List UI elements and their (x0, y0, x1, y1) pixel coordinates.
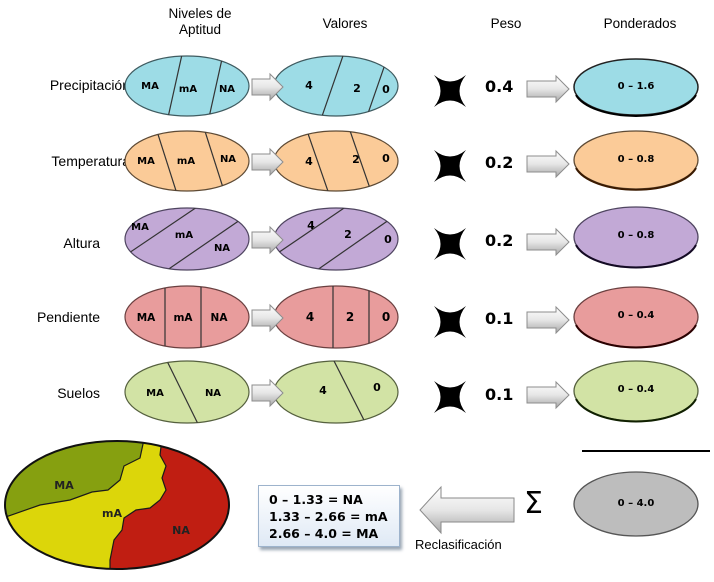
right-arrow-icon (251, 378, 284, 408)
value-2: 2 (353, 82, 361, 95)
level-ma-minor: mA (175, 230, 193, 241)
rule-ma-minor: 1.33 – 2.66 = mA (269, 509, 388, 524)
header-niveles-line2: Aptitud (178, 22, 222, 37)
peso-altura: 0.2 (485, 231, 514, 250)
header-niveles-aptitud: Niveles de Aptitud (150, 6, 250, 38)
row-precipitacion: MA mA NA 4 2 0 0 – 1.6 (124, 55, 699, 117)
value-0: 0 (384, 233, 392, 246)
level-na: NA (205, 388, 221, 399)
ponderado-ellipse-precipitacion: 0 – 1.6 (573, 58, 699, 117)
row-label-suelos: Suelos (57, 385, 100, 401)
reclassification-arrow-icon (419, 485, 515, 535)
value-0: 0 (382, 83, 390, 96)
row-label-pendiente: Pendiente (36, 309, 100, 325)
ponderado-ellipse-pendiente: 0 – 0.4 (573, 286, 699, 349)
aptitud-ellipse-temperatura: MA mA NA (124, 130, 250, 192)
aptitud-ellipse-pendiente: MA mA NA (124, 285, 250, 349)
peso-temperatura: 0.2 (485, 153, 514, 172)
right-arrow-icon (526, 74, 570, 104)
value-4: 4 (307, 219, 315, 232)
ponderado-range: 0 – 0.8 (618, 230, 655, 241)
multiply-x-icon (434, 75, 466, 107)
valores-ellipse-temperatura: 4 2 0 (273, 130, 399, 192)
rule-ma: 2.66 – 4.0 = MA (269, 526, 379, 541)
row-label-temperatura: Temperatura (51, 153, 130, 169)
right-arrow-icon (526, 380, 570, 410)
level-ma: MA (141, 81, 159, 92)
suitability-map: MA mA NA (4, 440, 230, 570)
value-0: 0 (382, 310, 390, 324)
sigma-icon: Σ (524, 486, 543, 521)
right-arrow-icon (526, 149, 570, 179)
level-na: NA (220, 154, 236, 165)
level-ma-minor: mA (179, 84, 197, 95)
value-4: 4 (306, 310, 314, 324)
row-altura: MA mA NA 4 2 0 0 – 0.8 (124, 206, 699, 271)
row-label-precipitacion: Precipitación (49, 77, 130, 93)
map-label-ma-minor: mA (102, 507, 122, 520)
ponderado-range: 0 – 0.8 (618, 154, 655, 165)
ponderado-ellipse-suelos: 0 – 0.4 (573, 360, 699, 423)
level-ma: MA (137, 312, 156, 324)
level-ma: MA (137, 156, 155, 167)
sum-divider-line (582, 450, 710, 452)
level-ma: MA (146, 388, 164, 399)
aptitud-ellipse-precipitacion: MA mA NA (124, 55, 250, 117)
header-peso: Peso (490, 16, 522, 31)
ponderado-range: 0 – 0.4 (618, 310, 655, 321)
right-arrow-icon (526, 305, 570, 335)
peso-suelos: 0.1 (485, 385, 514, 404)
row-pendiente: MA mA NA 4 2 0 0 – 0.4 (124, 285, 699, 349)
value-0: 0 (373, 381, 381, 394)
level-na: NA (211, 312, 229, 324)
row-temperatura: MA mA NA 4 2 0 0 – 0.8 (124, 130, 699, 192)
peso-precipitacion: 0.4 (485, 77, 514, 96)
level-na: NA (214, 243, 230, 254)
sum-total-range: 0 – 4.0 (618, 498, 655, 509)
level-na: NA (219, 84, 235, 95)
valores-ellipse-suelos: 4 0 (273, 360, 399, 424)
value-4: 4 (305, 79, 313, 92)
valores-ellipse-altura: 4 2 0 (273, 207, 399, 271)
valores-ellipse-precipitacion: 4 2 0 (273, 55, 399, 117)
ponderado-ellipse-temperatura: 0 – 0.8 (573, 130, 699, 191)
level-ma-minor: mA (177, 156, 195, 167)
right-arrow-icon (251, 72, 284, 102)
value-4: 4 (319, 384, 327, 397)
sum-ellipse: 0 – 4.0 (573, 471, 699, 537)
valores-ellipse-pendiente: 4 2 0 (273, 285, 399, 349)
peso-pendiente: 0.1 (485, 309, 514, 328)
right-arrow-icon (251, 225, 284, 255)
row-suelos: MA NA 4 0 0 – 0.4 (124, 360, 699, 424)
header-niveles-line1: Niveles de (168, 6, 232, 21)
ponderado-range: 0 – 0.4 (618, 384, 655, 395)
value-4: 4 (305, 155, 313, 168)
ponderado-ellipse-altura: 0 – 0.8 (573, 206, 699, 269)
multiply-x-icon (434, 150, 466, 182)
map-label-ma: MA (54, 479, 74, 492)
value-2: 2 (346, 310, 354, 324)
level-ma: MA (131, 222, 149, 233)
reclassification-label: Reclasificación (415, 537, 502, 552)
row-label-altura: Altura (63, 235, 100, 251)
aptitud-ellipse-suelos: MA NA (124, 360, 250, 424)
multiply-x-icon (434, 228, 466, 260)
multiply-x-icon (434, 381, 466, 413)
right-arrow-icon (251, 303, 284, 333)
value-2: 2 (352, 153, 360, 166)
multiply-x-icon (434, 306, 466, 338)
value-0: 0 (382, 152, 390, 165)
map-label-na: NA (172, 524, 190, 537)
rule-na: 0 – 1.33 = NA (269, 492, 363, 507)
header-ponderados: Ponderados (603, 16, 677, 31)
header-valores: Valores (322, 16, 368, 31)
level-ma-minor: mA (173, 312, 193, 324)
right-arrow-icon (526, 227, 570, 257)
ponderado-range: 0 – 1.6 (618, 81, 655, 92)
right-arrow-icon (251, 147, 284, 177)
value-2: 2 (344, 228, 352, 241)
reclassification-rules-box: 0 – 1.33 = NA 1.33 – 2.66 = mA 2.66 – 4.… (258, 485, 400, 547)
aptitud-ellipse-altura: MA mA NA (124, 207, 250, 271)
